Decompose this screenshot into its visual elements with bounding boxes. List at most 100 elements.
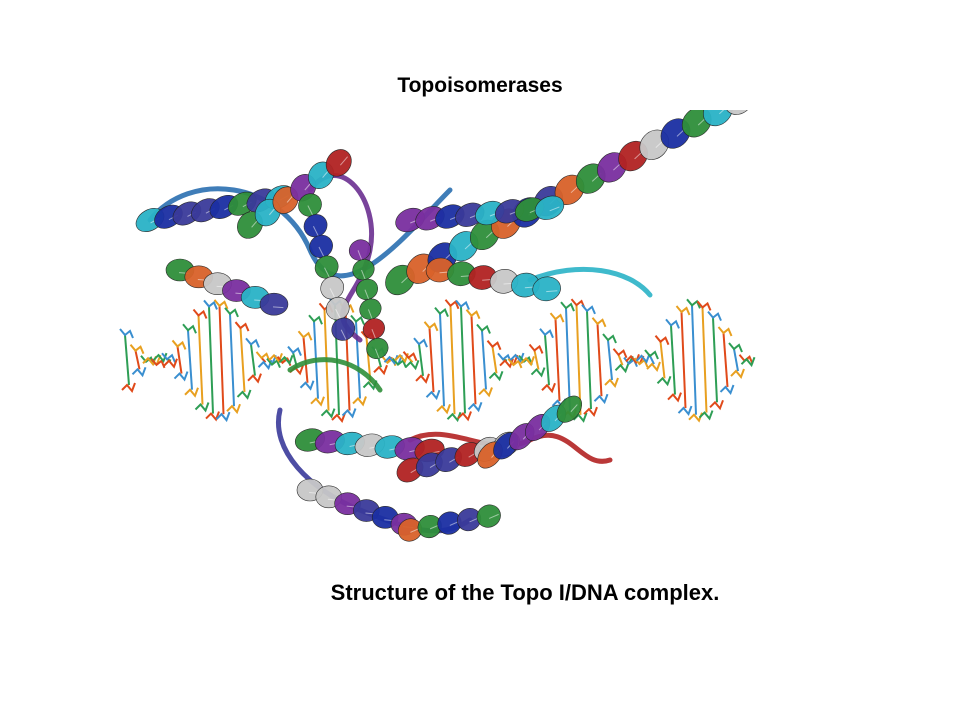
protein-strand-highlight (340, 329, 347, 340)
protein-strand-highlight (371, 328, 377, 339)
dna-backbone-bottom (373, 364, 388, 376)
dna-base-pair (712, 317, 718, 403)
dna-backbone-top (171, 339, 187, 350)
dna-base-pair (701, 307, 708, 413)
protein-strand (309, 234, 333, 258)
protein-helix (534, 195, 565, 220)
dna-backbone-top (444, 299, 460, 310)
dna-backbone-bottom (593, 393, 609, 405)
structure-illustration (119, 110, 756, 542)
dna-backbone-bottom (457, 411, 472, 422)
protein-helix-highlight (489, 513, 499, 519)
dna-backbone-bottom (163, 358, 178, 369)
protein-helix (325, 149, 352, 177)
dna-base-pair (491, 346, 498, 374)
protein-strand-highlight (335, 308, 341, 320)
dna-base-pair (596, 323, 603, 397)
dna-backbone-top (150, 358, 166, 369)
dna-backbone-bottom (730, 368, 745, 379)
dna-base-pair (218, 305, 225, 415)
protein-strand-highlight (361, 269, 366, 280)
dna-backbone-bottom (404, 359, 420, 371)
dna-backbone-top (665, 318, 680, 329)
protein-strand-highlight (312, 226, 319, 237)
dna-backbone-top (728, 342, 743, 353)
protein-strand (355, 278, 379, 300)
dna-backbone-bottom (247, 373, 262, 384)
protein-dna-structure-image (110, 110, 870, 570)
protein-helix-highlight (546, 290, 558, 293)
dna-backbone-top (434, 307, 449, 318)
dna-backbone-bottom (173, 371, 189, 382)
dna-backbone-top (581, 304, 596, 315)
protein-strand (362, 318, 385, 340)
dna-backbone-bottom (194, 402, 210, 413)
dna-base-pair (418, 343, 424, 377)
protein-loop (527, 266, 653, 298)
dna-backbone-top (308, 314, 323, 325)
protein-strand (298, 193, 322, 217)
dna-backbone-bottom (205, 411, 220, 422)
protein-strand (331, 317, 356, 341)
dna-backbone-top (675, 305, 691, 316)
protein-helix-highlight (570, 404, 578, 413)
dna-backbone-top (182, 323, 197, 334)
protein-helix-long-highlight (719, 110, 725, 115)
dna-backbone-bottom (299, 380, 315, 391)
dna-backbone-bottom (257, 359, 273, 371)
protein-strand (303, 214, 328, 238)
dna-backbone-top (612, 348, 628, 359)
dna-base-pair (691, 305, 697, 415)
dna-base-pair (197, 315, 204, 405)
dna-backbone-top (455, 299, 470, 310)
dna-base-pair (649, 355, 655, 365)
dna-backbone-bottom (310, 396, 325, 407)
dna-backbone-bottom (614, 362, 630, 374)
protein-helix (259, 292, 289, 316)
dna-backbone-top (644, 349, 659, 360)
dna-base-pair (617, 354, 624, 366)
dna-backbone-top (245, 337, 260, 348)
dna-backbone-bottom (478, 387, 493, 398)
dna-backbone-top (686, 298, 701, 309)
protein-helix-long (724, 110, 754, 115)
dna-backbone-bottom (320, 408, 336, 419)
dna-backbone-bottom (677, 405, 693, 417)
dna-backbone-bottom (604, 377, 619, 388)
dna-base-pair (470, 315, 477, 405)
dna-backbone-bottom (709, 399, 724, 411)
protein-helix-highlight (549, 206, 560, 212)
dna-backbone-bottom (278, 354, 294, 366)
dna-base-pair (481, 330, 487, 390)
dna-base-pair (565, 308, 571, 412)
dna-backbone-bottom (488, 370, 504, 382)
dna-backbone-top (350, 314, 365, 325)
dna-backbone-bottom (331, 412, 346, 423)
dna-backbone-bottom (667, 392, 682, 403)
protein-strand (348, 239, 372, 261)
dna-base-pair (586, 310, 592, 410)
dna-backbone-bottom (509, 352, 525, 364)
dna-backbone-top (192, 308, 208, 319)
protein-strand (314, 255, 339, 279)
dna-backbone-top (549, 312, 565, 323)
protein-helix (556, 395, 583, 423)
protein-helix (532, 276, 561, 302)
protein-strand (366, 337, 389, 360)
dna-backbone-bottom (530, 367, 546, 378)
protein-strand (320, 276, 345, 300)
dna-base-pair (460, 306, 466, 414)
dna-backbone-top (129, 344, 145, 355)
protein-strand-highlight (364, 289, 370, 300)
dna-backbone-top (402, 351, 418, 362)
dna-backbone-bottom (352, 396, 367, 407)
dna-backbone-top (560, 301, 575, 312)
protein-strand-highlight (307, 205, 314, 216)
dna-base-pair (355, 321, 361, 399)
protein-loop (287, 357, 383, 393)
dna-backbone-top (476, 323, 491, 334)
dna-base-pair (544, 334, 550, 386)
dna-backbone-top (413, 337, 428, 348)
protein-strand-highlight (374, 348, 380, 359)
